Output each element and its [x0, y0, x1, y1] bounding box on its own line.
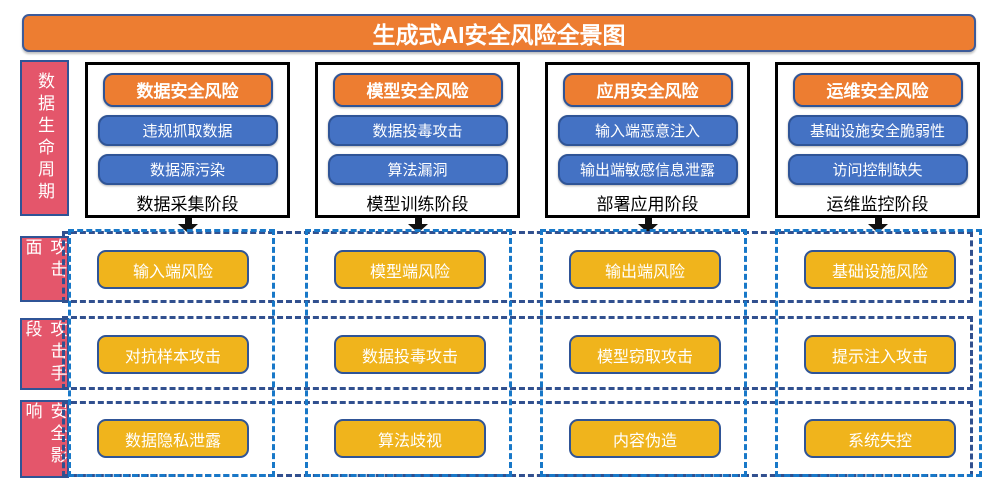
risk-item: 访问控制缺失 [787, 153, 968, 185]
risk-item: 数据源污染 [97, 153, 278, 185]
attack-method-item: 数据投毒攻击 [334, 335, 486, 374]
down-arrow-icon [867, 218, 889, 233]
risk-category-header: 模型安全风险 [332, 73, 503, 107]
attack-surface-item: 输出端风险 [569, 250, 721, 289]
down-arrow-icon [637, 218, 659, 233]
risk-category-header: 数据安全风险 [102, 73, 273, 107]
security-impact-item: 数据隐私泄露 [97, 419, 249, 458]
security-impact-item: 系统失控 [804, 419, 956, 458]
dashed-column-operations [775, 229, 982, 477]
down-arrow-icon [407, 218, 429, 233]
risk-item: 输出端敏感信息泄露 [557, 153, 738, 185]
rail-label-data-lifecycle: 数据生命周期 [20, 60, 69, 216]
risk-item: 基础设施安全脆弱性 [787, 114, 968, 146]
diagram-title: 生成式AI安全风险全景图 [372, 22, 626, 48]
lifecycle-box-data: 数据安全风险 违规抓取数据 数据源污染 数据采集阶段 [85, 62, 290, 218]
dashed-row-security-impact [62, 401, 973, 477]
attack-surface-item: 基础设施风险 [804, 250, 956, 289]
attack-surface-item: 输入端风险 [97, 250, 249, 289]
stage-label: 运维监控阶段 [826, 195, 929, 214]
lifecycle-box-application: 应用安全风险 输入端恶意注入 输出端敏感信息泄露 部署应用阶段 [545, 62, 750, 218]
security-impact-item: 内容伪造 [569, 419, 721, 458]
dashed-column-model [305, 229, 512, 477]
attack-surface-item: 模型端风险 [334, 250, 486, 289]
security-impact-item: 算法歧视 [334, 419, 486, 458]
risk-item: 数据投毒攻击 [327, 114, 508, 146]
down-arrow-icon [177, 218, 199, 233]
attack-method-item: 对抗样本攻击 [97, 335, 249, 374]
rail-label-security-impact: 安全影响 [20, 400, 69, 478]
dashed-column-application [540, 229, 747, 477]
rail-label-attack-surface: 攻击面 [20, 236, 69, 302]
diagram-title-banner: 生成式AI安全风险全景图 [22, 14, 976, 52]
lifecycle-box-operations: 运维安全风险 基础设施安全脆弱性 访问控制缺失 运维监控阶段 [775, 62, 980, 218]
stage-label: 部署应用阶段 [596, 195, 699, 214]
risk-category-header: 运维安全风险 [792, 73, 963, 107]
risk-item: 违规抓取数据 [97, 114, 278, 146]
attack-method-item: 模型窃取攻击 [569, 335, 721, 374]
risk-category-header: 应用安全风险 [562, 73, 733, 107]
stage-label: 数据采集阶段 [136, 195, 239, 214]
risk-item: 算法漏洞 [327, 153, 508, 185]
dashed-row-attack-surface [62, 231, 973, 303]
attack-method-item: 提示注入攻击 [804, 335, 956, 374]
dashed-column-data [68, 229, 275, 477]
stage-label: 模型训练阶段 [366, 195, 469, 214]
risk-item: 输入端恶意注入 [557, 114, 738, 146]
lifecycle-box-model: 模型安全风险 数据投毒攻击 算法漏洞 模型训练阶段 [315, 62, 520, 218]
dashed-row-attack-method [62, 316, 973, 390]
